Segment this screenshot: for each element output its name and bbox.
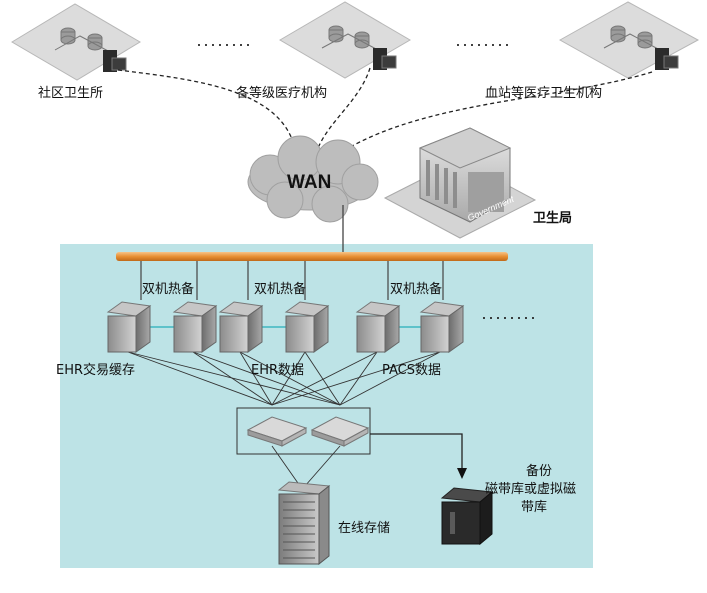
server-pacs-standby (419, 301, 465, 353)
label-online-storage: 在线存储 (338, 521, 391, 536)
ha-label-1: 双机热备 (142, 282, 195, 297)
switch-left (246, 416, 308, 447)
switch-group-frame (236, 407, 371, 455)
server-ehr-data-standby (284, 301, 330, 353)
site-label-hospitals: 各等级医疗机构 (236, 86, 328, 101)
ha-label-3: 双机热备 (390, 282, 443, 297)
site-label-community: 社区卫生所 (38, 86, 104, 101)
site-ellipsis-1: ········ (196, 34, 252, 54)
site-blood-plate (558, 1, 700, 79)
server-ellipsis: ········ (481, 307, 537, 327)
bureau-building-icon (383, 127, 537, 239)
label-pacs-data: PACS数据 (382, 363, 442, 378)
backup-label-line3: 带库 (521, 500, 548, 515)
label-ehr-cache: EHR交易缓存 (56, 363, 136, 378)
site-ellipsis-2: ········ (455, 34, 511, 54)
backup-label-line2: 磁带库或虚拟磁 (485, 482, 577, 497)
server-pacs-primary (355, 301, 401, 353)
backup-label-line1: 备份 (525, 464, 552, 479)
server-ehr-data-primary (218, 301, 264, 353)
network-bus-bar (116, 252, 508, 261)
tape-library (440, 487, 494, 546)
switch-right (310, 416, 370, 447)
bureau-label: 卫生局 (533, 211, 573, 226)
label-ehr-data: EHR数据 (251, 363, 305, 378)
server-ehr-cache-primary (106, 301, 152, 353)
wan-cloud (247, 135, 379, 223)
wan-label: WAN (287, 172, 332, 193)
ha-label-2: 双机热备 (254, 282, 307, 297)
online-storage-rack (277, 481, 331, 566)
site-community-plate (11, 3, 141, 81)
server-ehr-cache-standby (172, 301, 218, 353)
site-hospitals-plate (279, 1, 411, 79)
site-label-blood: 血站等医疗卫生机构 (485, 86, 603, 101)
wan-dashed-links (117, 67, 653, 151)
